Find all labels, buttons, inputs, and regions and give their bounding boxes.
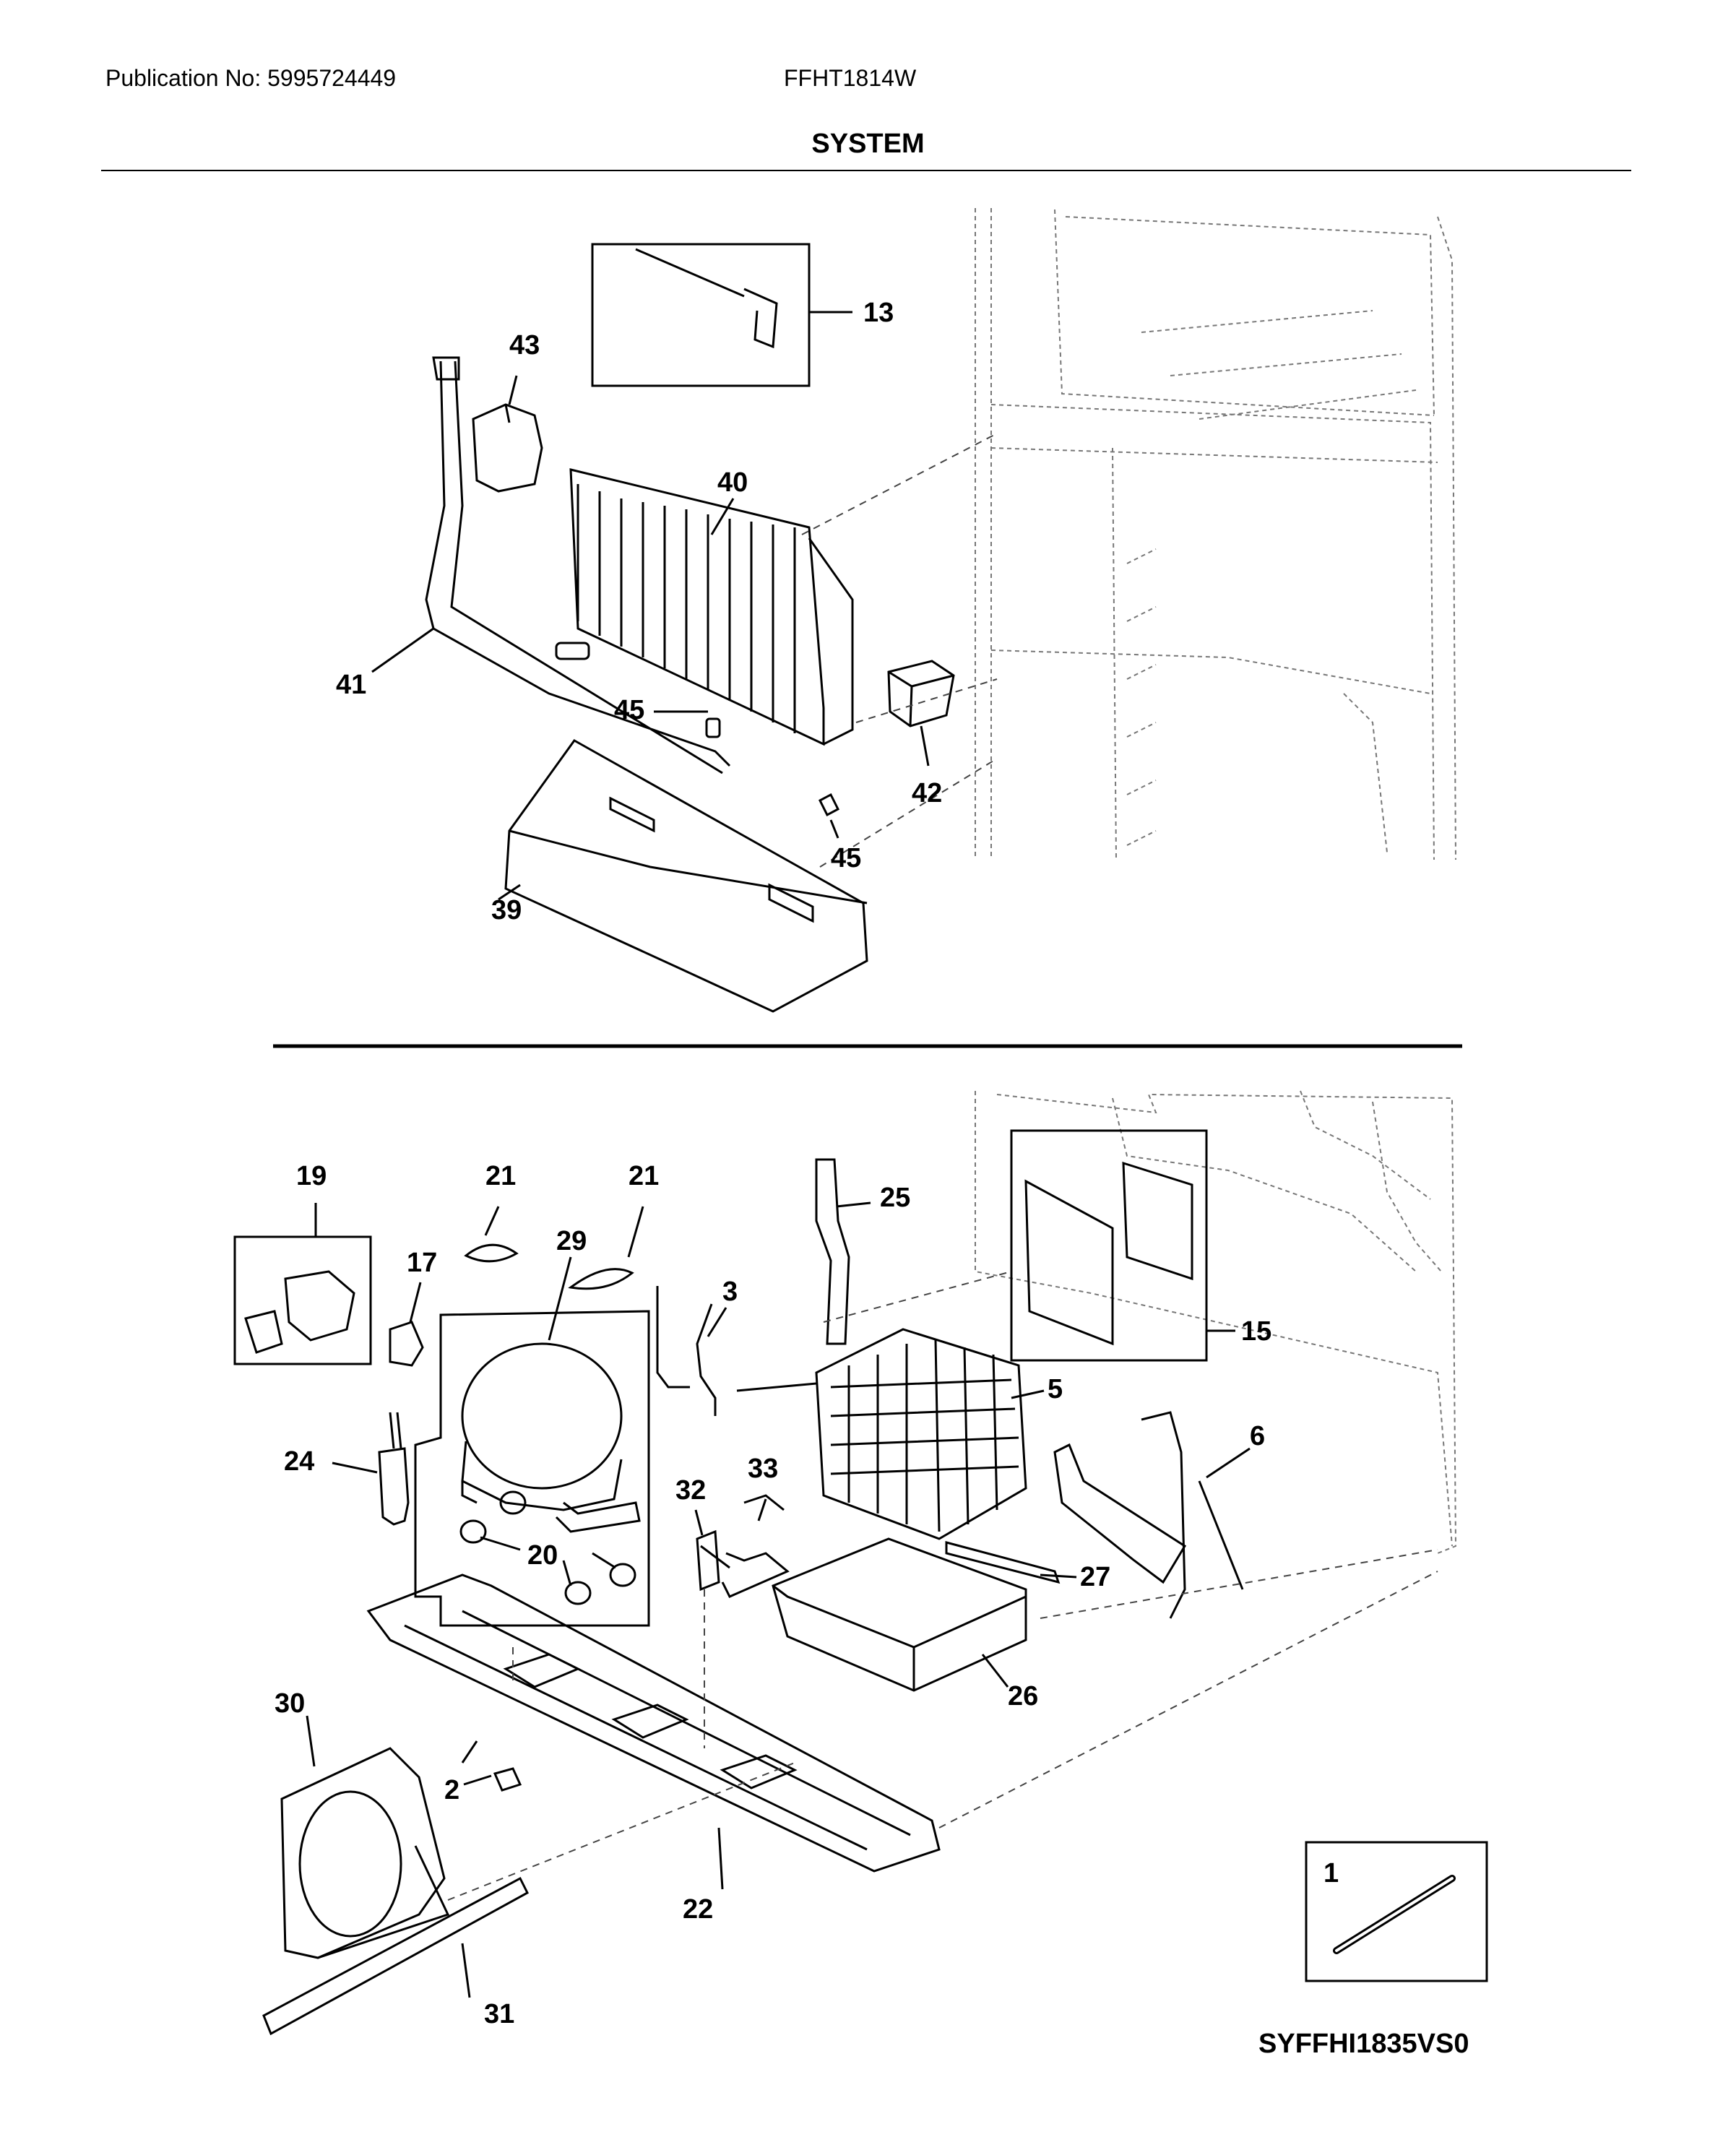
callout-30: 30 xyxy=(275,1688,305,1719)
part-1-inset-box xyxy=(1305,1841,1488,1982)
part-43-part xyxy=(472,403,543,493)
callout-15: 15 xyxy=(1241,1316,1271,1347)
part-33-bracket xyxy=(721,1494,790,1598)
part-30-fan-shroud xyxy=(280,1747,450,1959)
part-31-rail xyxy=(262,1876,529,2036)
part-42-part xyxy=(887,660,955,728)
part-21-grommet-a xyxy=(464,1243,519,1263)
part-20-grommet-b xyxy=(499,1490,527,1515)
section-title: SYSTEM xyxy=(811,129,925,159)
part-21-grommet-b xyxy=(568,1268,634,1290)
part-29-compressor xyxy=(461,1342,641,1533)
cabinet-freezer-outline xyxy=(975,208,1456,860)
model-number: FFHT1814W xyxy=(784,65,917,91)
part-26-drain-pan xyxy=(772,1537,1027,1692)
callout-3: 3 xyxy=(722,1277,738,1307)
callout-29: 29 xyxy=(556,1226,587,1256)
callout-41: 41 xyxy=(336,670,366,700)
part-20-grommet-c xyxy=(564,1581,592,1605)
callout-6: 6 xyxy=(1250,1421,1265,1451)
callout-25: 25 xyxy=(880,1183,910,1213)
part-1-rod-inner xyxy=(1335,1877,1454,1952)
callout-45a: 45 xyxy=(614,695,644,725)
callout-21b: 21 xyxy=(629,1161,659,1191)
part-13-sensor xyxy=(635,248,778,349)
part-45-clip-c xyxy=(819,793,839,817)
part-20-grommet-d xyxy=(609,1563,636,1587)
callout-33: 33 xyxy=(748,1454,778,1484)
part-2-part xyxy=(461,1740,522,1792)
callout-26: 26 xyxy=(1008,1681,1038,1711)
part-27-tube xyxy=(945,1541,1061,1584)
part-15-board xyxy=(1024,1161,1193,1346)
part-20-grommet-a xyxy=(459,1519,487,1544)
part-32-bracket xyxy=(696,1529,730,1592)
callout-43: 43 xyxy=(509,330,540,361)
part-5-condenser xyxy=(736,1328,1027,1540)
callout-13: 13 xyxy=(863,298,894,328)
part-25-hose xyxy=(815,1158,850,1345)
part-29-inset-box xyxy=(414,1310,650,1627)
part-19-inset-box xyxy=(233,1235,372,1365)
callout-21a: 21 xyxy=(485,1161,516,1191)
callout-22: 22 xyxy=(683,1894,713,1925)
callout-2: 2 xyxy=(444,1775,459,1805)
callout-17: 17 xyxy=(407,1248,437,1278)
callout-27: 27 xyxy=(1080,1562,1110,1592)
part-17-overload xyxy=(389,1321,424,1367)
callout-19: 19 xyxy=(296,1161,327,1191)
publication-number: Publication No: 5995724449 xyxy=(105,65,397,91)
callout-5: 5 xyxy=(1048,1374,1063,1404)
cabinet-back-outline xyxy=(975,1090,1457,1554)
callout-42: 42 xyxy=(912,778,942,808)
callout-40: 40 xyxy=(717,467,748,498)
part-22-base-pan xyxy=(366,1573,941,1873)
part-19-relay xyxy=(244,1270,355,1354)
part-6-harness xyxy=(1053,1411,1244,1619)
callout-39: 39 xyxy=(491,895,522,925)
callout-1: 1 xyxy=(1323,1858,1339,1888)
part-39-cover xyxy=(504,739,868,1013)
callout-32: 32 xyxy=(675,1475,706,1506)
drawing-code: SYFFHI1835VS0 xyxy=(1258,2029,1469,2059)
callout-20: 20 xyxy=(527,1540,558,1571)
part-24-capacitor xyxy=(378,1412,410,1526)
callout-31: 31 xyxy=(484,1999,514,2029)
part-45-clip-b xyxy=(705,717,721,738)
part-15-inset-box xyxy=(1010,1129,1208,1362)
part-40-evaporator xyxy=(569,468,854,746)
part-3-tube xyxy=(656,1286,717,1416)
part-45-clip-a xyxy=(555,642,590,660)
part-13-inset-box xyxy=(591,243,811,387)
callout-24: 24 xyxy=(284,1446,314,1477)
callout-45b: 45 xyxy=(831,843,861,873)
